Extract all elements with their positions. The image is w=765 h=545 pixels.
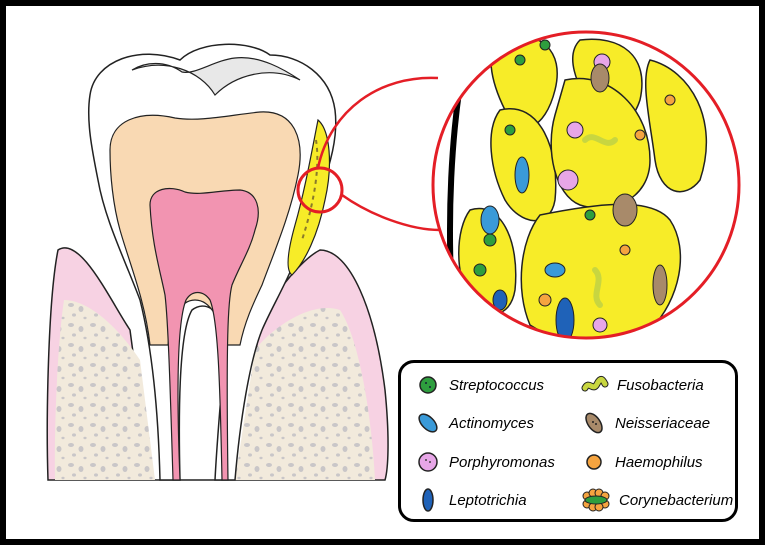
yellow-spiral-icon (581, 375, 609, 392)
legend-label: Corynebacterium (619, 491, 734, 509)
legend-label: Leptotrichia (449, 491, 527, 509)
legend-label: Haemophilus (615, 453, 703, 471)
alveolar-bone (54, 300, 375, 480)
legend-label: Streptococcus (449, 376, 545, 394)
legend-item-neisseriaceae: Neisseriaceae (581, 409, 710, 437)
legend: Streptococcus Fusobacteria Actinomyces N… (398, 360, 738, 522)
legend-label: Fusobacteria (617, 376, 704, 394)
blue-rod-icon (418, 413, 438, 433)
legend-label: Actinomyces (449, 414, 535, 432)
legend-item-corynebacterium: Corynebacterium (581, 486, 733, 514)
legend-item-streptococcus: Streptococcus (415, 371, 544, 399)
zoom-connector-lower (341, 193, 441, 232)
legend-item-leptotrichia: Leptotrichia (415, 486, 527, 514)
tooth (87, 43, 337, 481)
magnified-view-border (431, 30, 741, 340)
legend-item-haemophilus: Haemophilus (581, 448, 703, 476)
legend-item-porphyromonas: Porphyromonas (415, 448, 555, 476)
legend-label: Neisseriaceae (615, 414, 711, 432)
crown-cusps (131, 57, 301, 96)
zoom-highlight-circle (296, 166, 344, 214)
legend-label: Porphyromonas (449, 453, 555, 471)
magnified-plaque-view (431, 30, 741, 340)
green-coccus-icon (419, 376, 437, 394)
legend-item-fusobacteria: Fusobacteria (581, 371, 704, 399)
brown-rod-icon (585, 412, 603, 434)
pulp (149, 187, 259, 481)
darkblue-rod-icon (422, 488, 434, 512)
zoom-connector (316, 76, 439, 169)
corynebacterium-cluster-icon (582, 488, 610, 512)
legend-item-actinomyces: Actinomyces (415, 409, 534, 437)
gum-and-bone (46, 247, 389, 481)
orange-coccus-icon (586, 454, 602, 470)
pink-coccus-icon (418, 452, 438, 472)
